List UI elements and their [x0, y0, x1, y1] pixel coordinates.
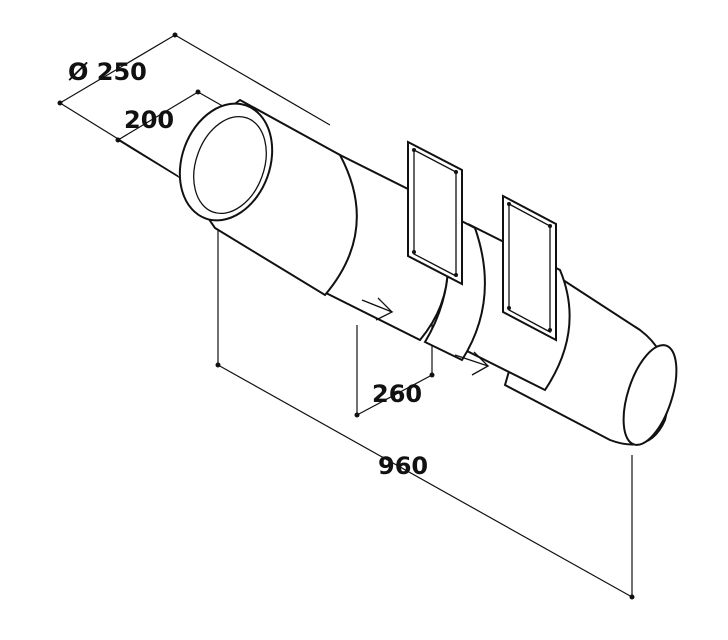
total-length-label: 960	[378, 452, 428, 480]
duct-body	[178, 98, 678, 446]
airflow-arrow-icon	[361, 297, 394, 321]
inlet-diameter-label: 200	[124, 106, 174, 134]
outer-diameter-label: Ø 250	[68, 58, 147, 86]
terminal-box-1	[407, 140, 463, 286]
terminal-box-2	[502, 194, 557, 342]
airflow-arrow-icon	[454, 351, 490, 376]
fan-length-label: 260	[372, 380, 422, 408]
